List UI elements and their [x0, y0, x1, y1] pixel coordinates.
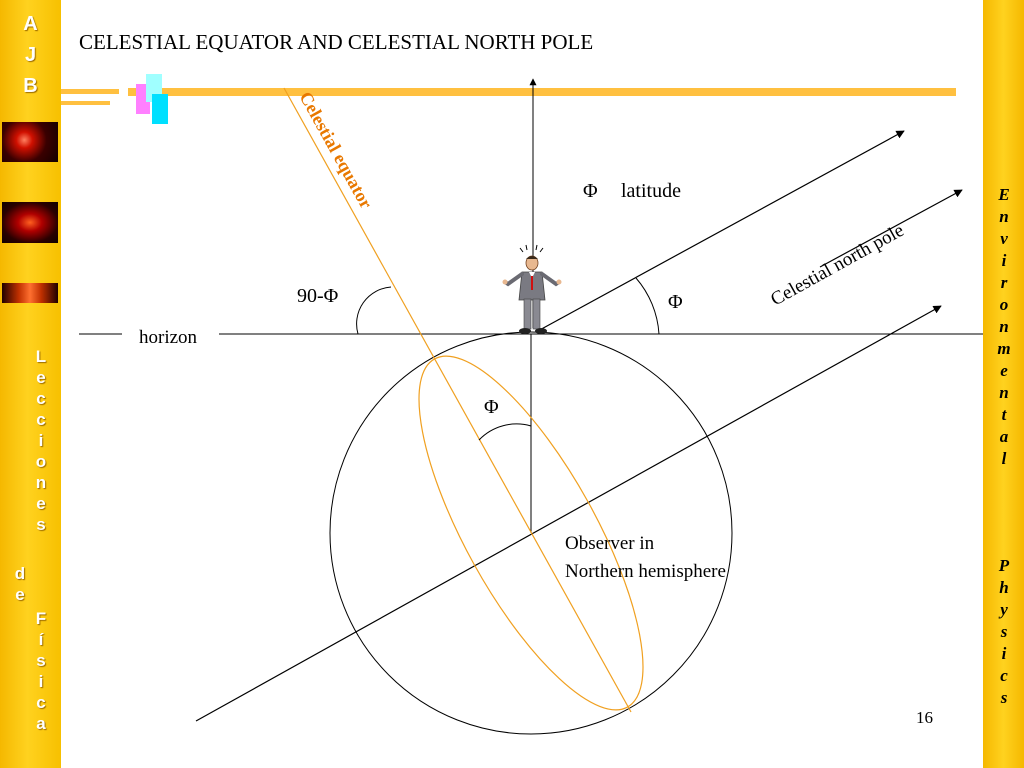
thumbnail-image-3	[2, 283, 58, 303]
pole-direction-arrow	[535, 130, 905, 333]
latitude-symbol: Φ	[583, 180, 598, 202]
pole-label-arrow	[819, 189, 963, 268]
horizon-label: horizon	[139, 327, 198, 348]
slide-title: CELESTIAL EQUATOR AND CELESTIAL NORTH PO…	[79, 30, 594, 54]
pole-angle-arc	[635, 277, 660, 335]
equator-ellipse	[418, 355, 644, 711]
celestial-north-pole-label: Celestial north pole	[767, 220, 907, 311]
observer-label-line1: Observer in	[565, 533, 655, 554]
celestial-equator-label: Celestial equator	[296, 88, 377, 212]
complement-angle-label: 90-Φ	[297, 285, 339, 307]
logo-letter-b: B	[23, 75, 38, 97]
complement-angle-arc	[356, 286, 392, 335]
right-sidebar	[983, 0, 1024, 768]
logo-letter-j: J	[24, 44, 37, 66]
thumbnail-image-1	[2, 122, 58, 162]
center-angle-label: Φ	[484, 396, 499, 418]
latitude-label: latitude	[621, 180, 681, 202]
observer-figure-icon	[502, 244, 562, 334]
title-underline-decoration	[61, 74, 956, 124]
logo-letter-a: A	[23, 13, 38, 35]
observer-label-line2: Northern hemisphere	[565, 561, 726, 582]
earth-axis-arrow	[195, 305, 942, 722]
center-angle-arc	[478, 423, 532, 441]
earth-circle	[329, 331, 733, 735]
thumbnail-image-2	[2, 202, 58, 243]
pole-angle-label: Φ	[668, 291, 683, 313]
celestial-equator-line	[283, 87, 632, 713]
page-number: 16	[916, 708, 933, 727]
